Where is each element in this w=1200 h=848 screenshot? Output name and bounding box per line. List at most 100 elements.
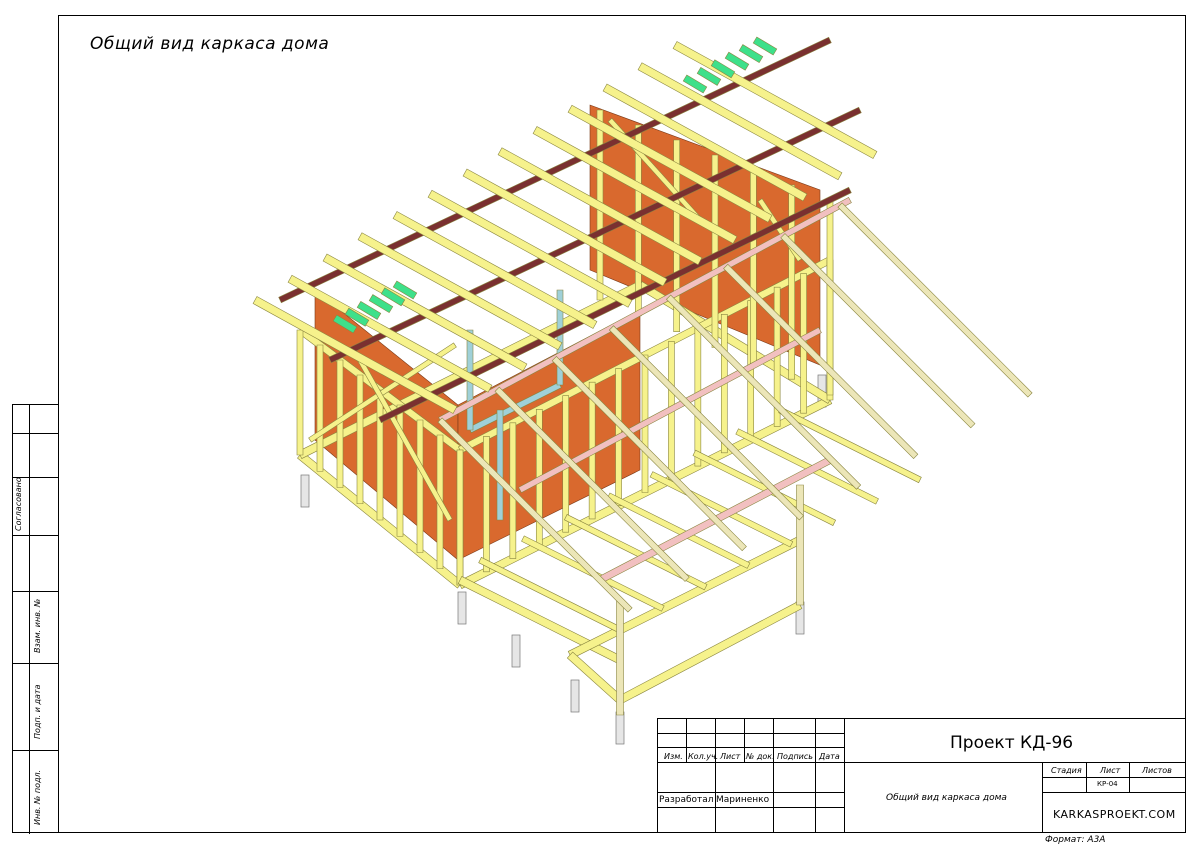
- porch-joist: [649, 471, 794, 548]
- porch-rafter: [437, 417, 633, 613]
- stud: [456, 449, 464, 586]
- blocking: [738, 44, 764, 64]
- rafter: [322, 253, 528, 372]
- pile: [570, 679, 580, 713]
- purlin: [378, 186, 852, 424]
- stud: [416, 419, 424, 553]
- blocking: [710, 59, 736, 79]
- sheets-label: Листов: [1142, 766, 1172, 775]
- tb-line: [773, 719, 774, 832]
- porch-rafter: [494, 386, 690, 582]
- porch-joist: [735, 428, 879, 505]
- stud: [356, 374, 364, 505]
- porch-rafter: [780, 233, 976, 429]
- strip-row-line: [13, 477, 59, 478]
- col-signature: Подпись: [777, 752, 813, 761]
- stud: [376, 389, 384, 521]
- rafter: [357, 232, 563, 351]
- rafter: [252, 296, 458, 414]
- stud: [673, 139, 680, 332]
- window-jamb: [496, 409, 504, 521]
- blocking: [356, 300, 382, 320]
- stage-label: Стадия: [1051, 766, 1082, 775]
- tb-line: [686, 719, 687, 762]
- porch-joist: [606, 492, 751, 569]
- project-title: Проект КД-96: [950, 733, 1074, 753]
- pile: [457, 591, 467, 625]
- col-sheet: Лист: [720, 752, 741, 761]
- tb-line: [815, 719, 816, 832]
- porch-beam: [567, 536, 803, 659]
- strip-row-line: [13, 433, 59, 434]
- sheet-border: [58, 15, 1186, 833]
- rafter: [602, 83, 808, 202]
- blocking: [344, 307, 370, 327]
- developed-label: Разработал: [659, 795, 714, 805]
- purlin: [278, 36, 832, 304]
- strip-divider: [29, 405, 30, 834]
- pile: [615, 711, 625, 745]
- pile: [300, 474, 310, 508]
- strip-row-line: [13, 663, 59, 664]
- strip-row-line: [13, 750, 59, 751]
- tb-line: [658, 747, 844, 748]
- porch-joist: [563, 514, 708, 591]
- tb-line: [1042, 792, 1185, 793]
- tb-line: [1042, 777, 1185, 778]
- tb-line: [658, 762, 1185, 763]
- blocking: [332, 314, 358, 334]
- blocking: [682, 74, 708, 94]
- sheet-title: Общий вид каркаса дома: [90, 34, 330, 54]
- sheet-code: КР-04: [1097, 780, 1118, 788]
- strip-row-line: [13, 591, 59, 592]
- rafter: [637, 62, 843, 181]
- porch: [437, 196, 1033, 716]
- blocking: [696, 66, 722, 86]
- stud: [316, 344, 324, 472]
- blocking: [752, 36, 778, 56]
- rafter: [462, 168, 668, 287]
- title-block: Изм. Кол.уч. Лист № док. Подпись Дата Ра…: [657, 718, 1186, 833]
- sheet-label: Лист: [1100, 766, 1121, 775]
- pile: [511, 634, 521, 668]
- tb-line: [744, 719, 745, 762]
- tb-line: [715, 719, 716, 832]
- porch-rafter: [608, 325, 804, 521]
- tb-line: [658, 792, 844, 793]
- format-label: Формат: А3А: [1045, 835, 1106, 845]
- blocking: [392, 280, 418, 300]
- roof: [252, 36, 878, 424]
- col-change: Изм.: [664, 752, 683, 761]
- developed-name: Мариненко: [716, 795, 770, 805]
- porch-rafter: [837, 202, 1033, 398]
- frame-model: [252, 36, 1033, 745]
- rafter: [427, 189, 633, 308]
- porch-roof-beam: [518, 326, 822, 494]
- porch-rafter: [723, 263, 919, 459]
- stud: [296, 329, 304, 456]
- strip-row-line: [13, 535, 59, 536]
- approval-strip: Согласовано Взам. инв. № Подп. и дата Ин…: [12, 404, 59, 834]
- rafter: [532, 126, 738, 244]
- porch-rafter: [666, 294, 862, 490]
- rafter: [287, 274, 493, 393]
- porch-rafter: [551, 356, 747, 552]
- blocking: [380, 287, 406, 307]
- rafter: [567, 104, 773, 223]
- porch-roof-beam: [438, 196, 852, 424]
- col-date: Дата: [819, 752, 840, 761]
- stud: [483, 436, 490, 573]
- blocking: [724, 51, 750, 71]
- col-doc-no: № док.: [746, 752, 775, 761]
- drawing-name: Общий вид каркаса дома: [886, 793, 1007, 803]
- blocking: [368, 294, 394, 314]
- rafter: [392, 211, 598, 329]
- col-count: Кол.уч.: [688, 752, 719, 761]
- brace: [308, 342, 457, 443]
- tb-line: [658, 733, 844, 734]
- purlin: [328, 106, 862, 364]
- tb-line: [658, 807, 844, 808]
- tb-line: [1042, 762, 1043, 832]
- rafter: [497, 147, 703, 266]
- porch-post: [616, 599, 624, 716]
